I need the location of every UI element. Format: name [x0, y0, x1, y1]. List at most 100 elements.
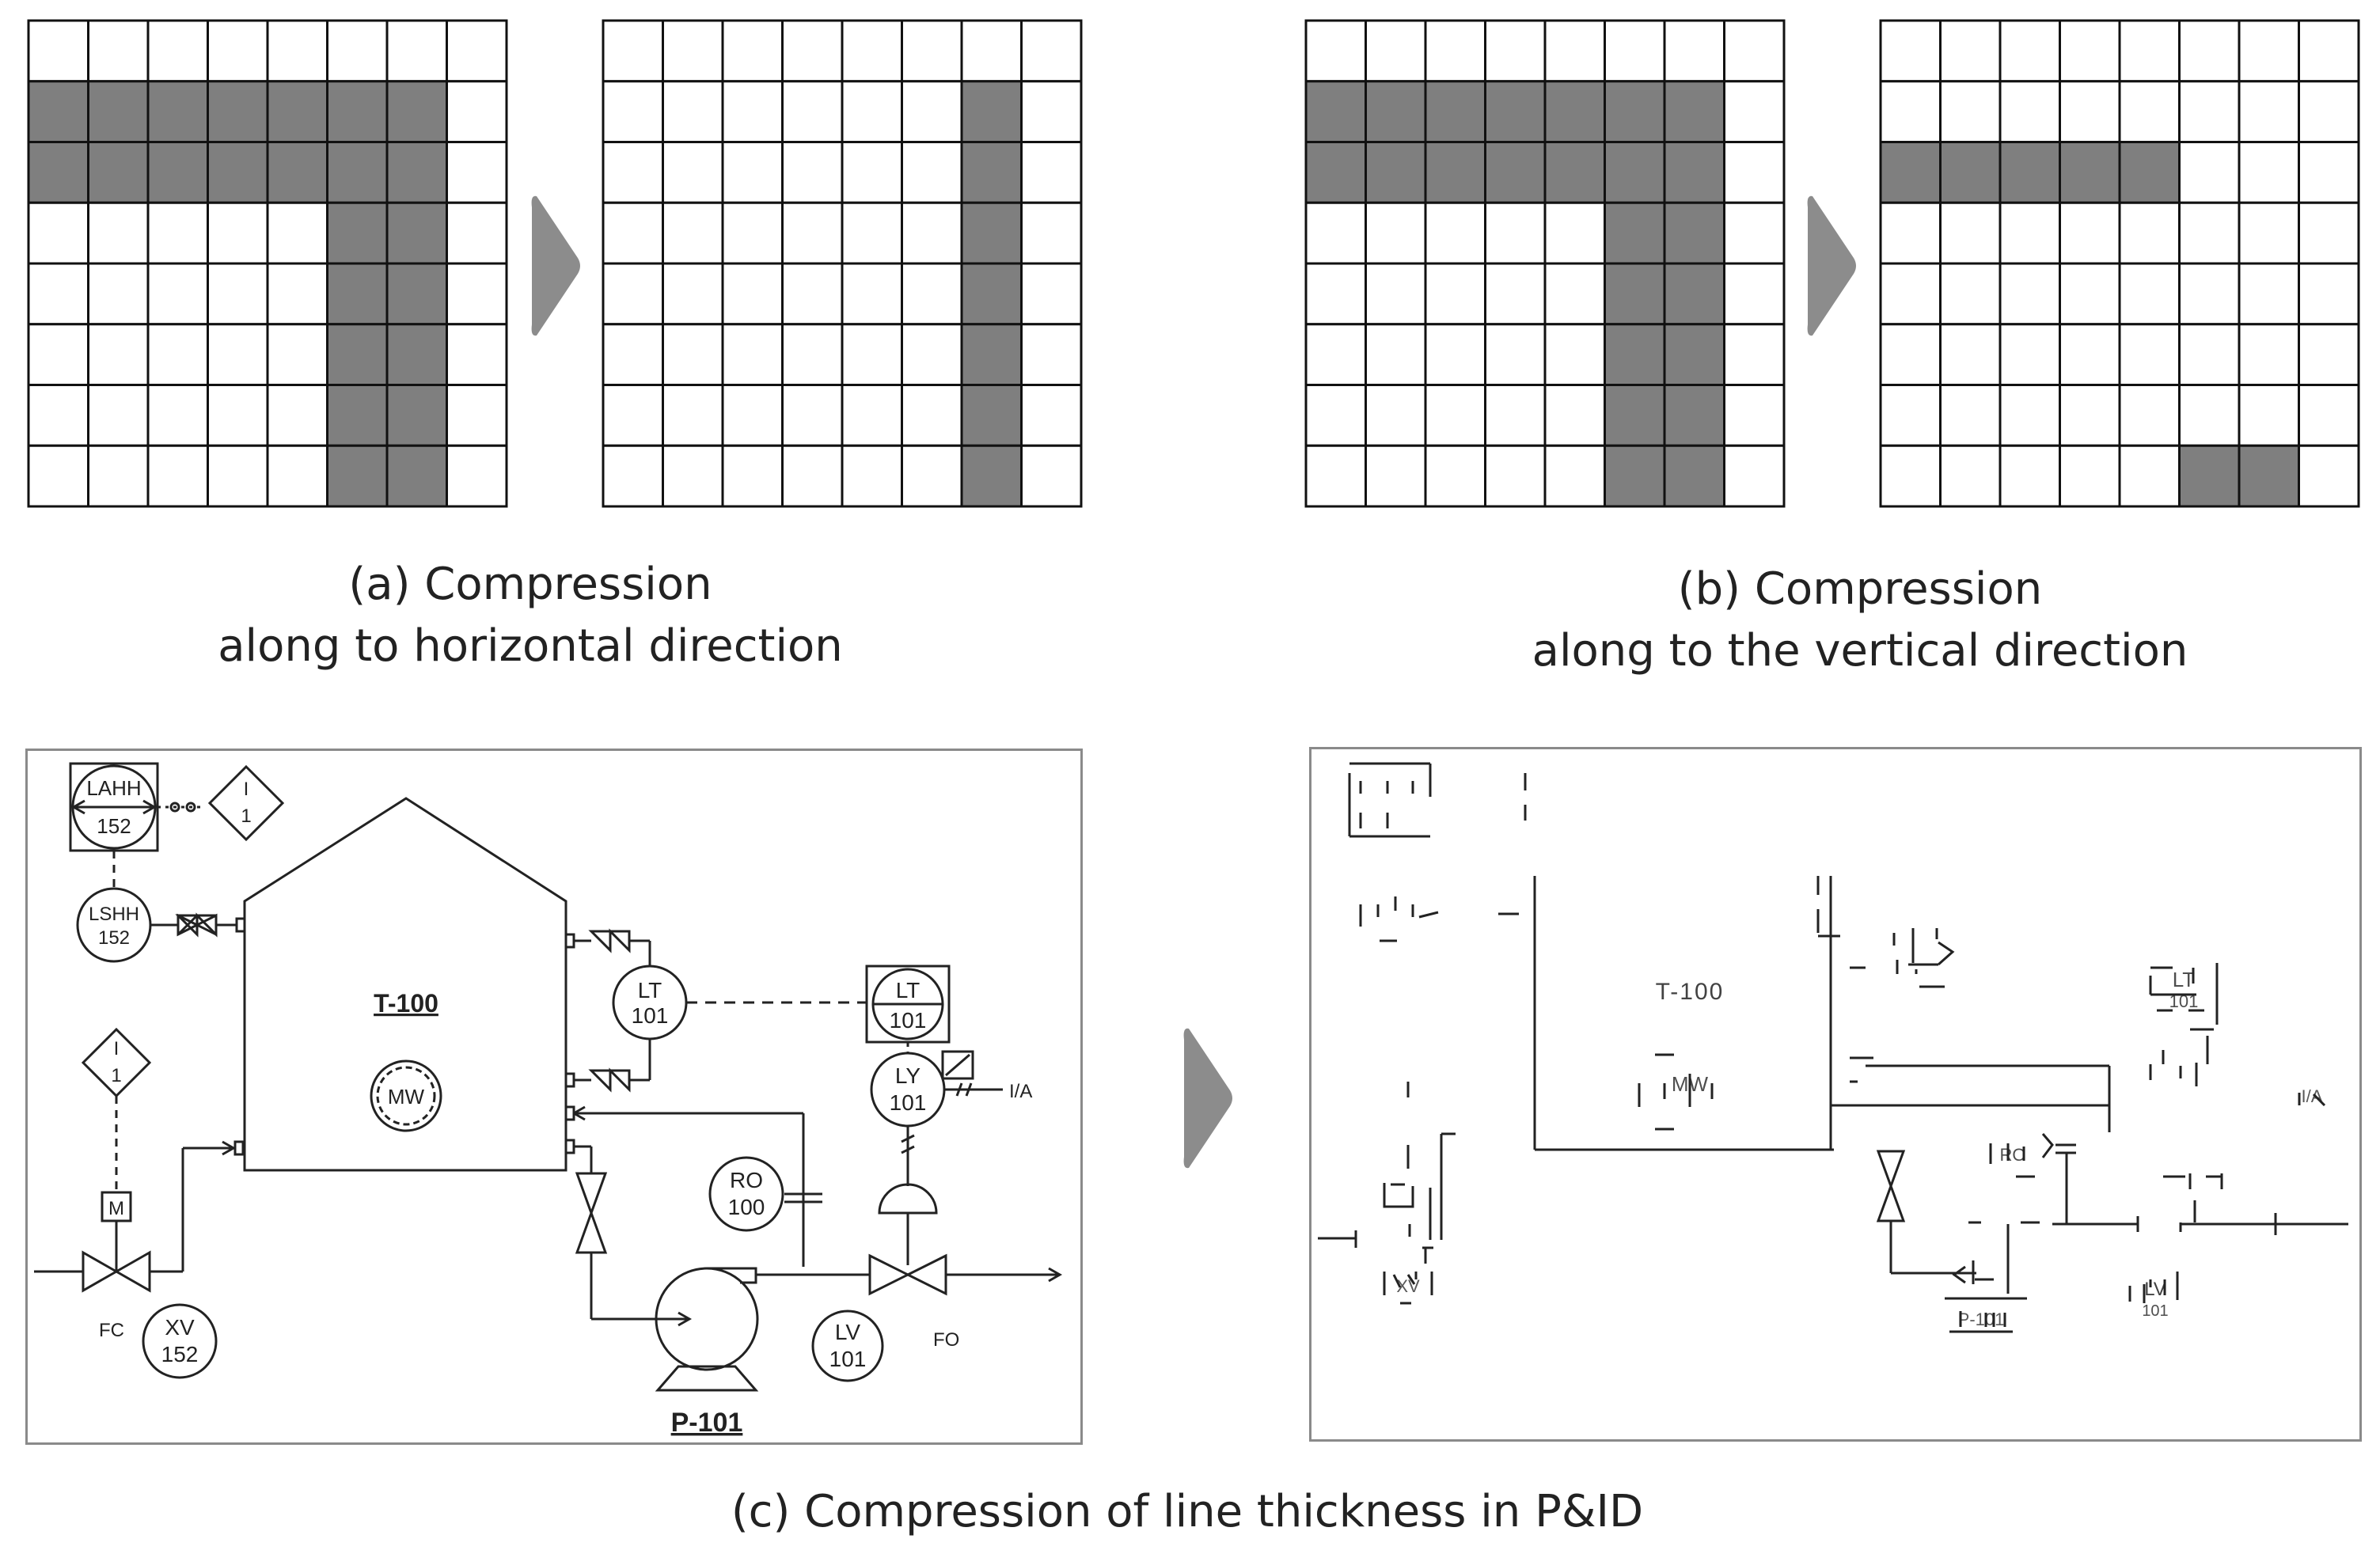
- pump-base: [655, 1365, 759, 1392]
- grid-cell: [1020, 384, 1083, 447]
- grid-cell: [602, 384, 664, 447]
- grid-cell: [2059, 19, 2121, 83]
- grid-cell: [1304, 19, 1367, 83]
- grid-cell-filled: [1365, 80, 1427, 143]
- ly-num: 101: [890, 1090, 927, 1115]
- grid-cell-filled: [1304, 80, 1367, 143]
- ro-num: 100: [728, 1195, 765, 1219]
- grid-cell: [207, 323, 269, 386]
- grid-cell: [662, 262, 724, 326]
- grid-cell: [1020, 19, 1083, 83]
- grid-cell: [1663, 19, 1725, 83]
- ro-code: RO: [730, 1168, 763, 1192]
- grid-cell-filled: [326, 141, 389, 204]
- grid-cell: [1424, 201, 1486, 265]
- grid-cell: [1543, 444, 1606, 508]
- compressed-ia-label: I/A: [2302, 1086, 2323, 1106]
- grid-cell: [446, 19, 508, 83]
- grid-cell-filled: [385, 262, 448, 326]
- grid-cell: [1939, 201, 2002, 265]
- grid-cell: [385, 19, 448, 83]
- grid-cell-filled: [960, 80, 1023, 143]
- grid-cell: [901, 323, 963, 386]
- grid-cell-filled: [27, 80, 89, 143]
- grid-cell-filled: [1663, 201, 1725, 265]
- grid-cell: [87, 323, 150, 386]
- grid-cell: [2238, 19, 2300, 83]
- grid-cell-filled: [1939, 141, 2002, 204]
- grid-cell: [1365, 384, 1427, 447]
- pid-compressed-diagram: T-100 MW LT 101 RO LV 101 I/A XV P-101: [1318, 762, 2348, 1333]
- grid-cell-filled: [146, 80, 209, 143]
- lahh-code: LAHH: [86, 776, 141, 800]
- grid-cell: [1723, 262, 1786, 326]
- grid-cell-filled: [960, 141, 1023, 204]
- grid-cell-filled: [1879, 141, 1942, 204]
- mixer-outer: [370, 1059, 442, 1132]
- grid-cell: [326, 19, 389, 83]
- grid-cell: [781, 323, 844, 386]
- grid-cell: [1723, 80, 1786, 143]
- arrow-right-icon: [1807, 195, 1856, 336]
- grid-cell: [602, 201, 664, 265]
- grid-cell: [2238, 262, 2300, 326]
- i1-bottom-code: I: [114, 1038, 120, 1059]
- caption-b-line1: (b) Compression: [1677, 563, 2043, 615]
- grid-cell: [266, 262, 328, 326]
- grid-cell: [841, 384, 903, 447]
- grid-cell: [721, 19, 784, 83]
- grid-cell: [2298, 80, 2360, 143]
- grid-cell: [27, 201, 89, 265]
- grid-cell: [781, 444, 844, 508]
- grid-cell: [841, 262, 903, 326]
- grid-cell: [1304, 201, 1367, 265]
- lv-code: LV: [835, 1320, 860, 1344]
- valve-actuator: [878, 1183, 938, 1215]
- grid-b-before: [1304, 19, 1786, 508]
- grid-cell: [207, 384, 269, 447]
- grid-cell: [2298, 384, 2360, 447]
- grid-cell: [266, 19, 328, 83]
- grid-cell: [1424, 19, 1486, 83]
- grid-cell: [1365, 262, 1427, 326]
- grid-cell: [1020, 323, 1083, 386]
- grid-cell-filled: [1424, 80, 1486, 143]
- grid-cell-filled: [960, 384, 1023, 447]
- grid-cell: [266, 384, 328, 447]
- grid-cell-filled: [385, 444, 448, 508]
- grid-cell: [1020, 201, 1083, 265]
- grid-cell: [2118, 323, 2181, 386]
- grid-cell: [2178, 323, 2241, 386]
- grid-cell: [207, 262, 269, 326]
- grid-cell: [1020, 141, 1083, 204]
- grid-cell: [446, 80, 508, 143]
- grid-cell-filled: [385, 201, 448, 265]
- grid-cell: [781, 141, 844, 204]
- grid-cell: [1879, 262, 1942, 326]
- lshh-circle: [76, 887, 152, 963]
- grid-cell-filled: [2059, 141, 2121, 204]
- grid-cell: [87, 384, 150, 447]
- grid-cell: [1365, 19, 1427, 83]
- grid-cell: [1604, 19, 1666, 83]
- ip-converter-box: [941, 1050, 974, 1080]
- grid-cell: [2118, 262, 2181, 326]
- grid-cell: [602, 19, 664, 83]
- caption-a-line1: (a) Compression: [348, 559, 712, 610]
- grid-cell: [1304, 323, 1367, 386]
- grid-cell-filled: [207, 141, 269, 204]
- grid-cell: [901, 80, 963, 143]
- grid-cell: [1723, 444, 1786, 508]
- grid-cell: [1020, 262, 1083, 326]
- grid-cell: [1939, 19, 2002, 83]
- grid-cell-filled: [146, 141, 209, 204]
- grid-cell: [1723, 201, 1786, 265]
- grid-cell: [781, 201, 844, 265]
- compressed-lt-label: LT: [2173, 968, 2196, 991]
- grid-cell: [2238, 201, 2300, 265]
- grid-cell-filled: [1484, 141, 1547, 204]
- grid-cell: [1543, 19, 1606, 83]
- grid-cell: [1543, 384, 1606, 447]
- lshh-num: 152: [98, 927, 130, 949]
- grid-cell: [1999, 444, 2061, 508]
